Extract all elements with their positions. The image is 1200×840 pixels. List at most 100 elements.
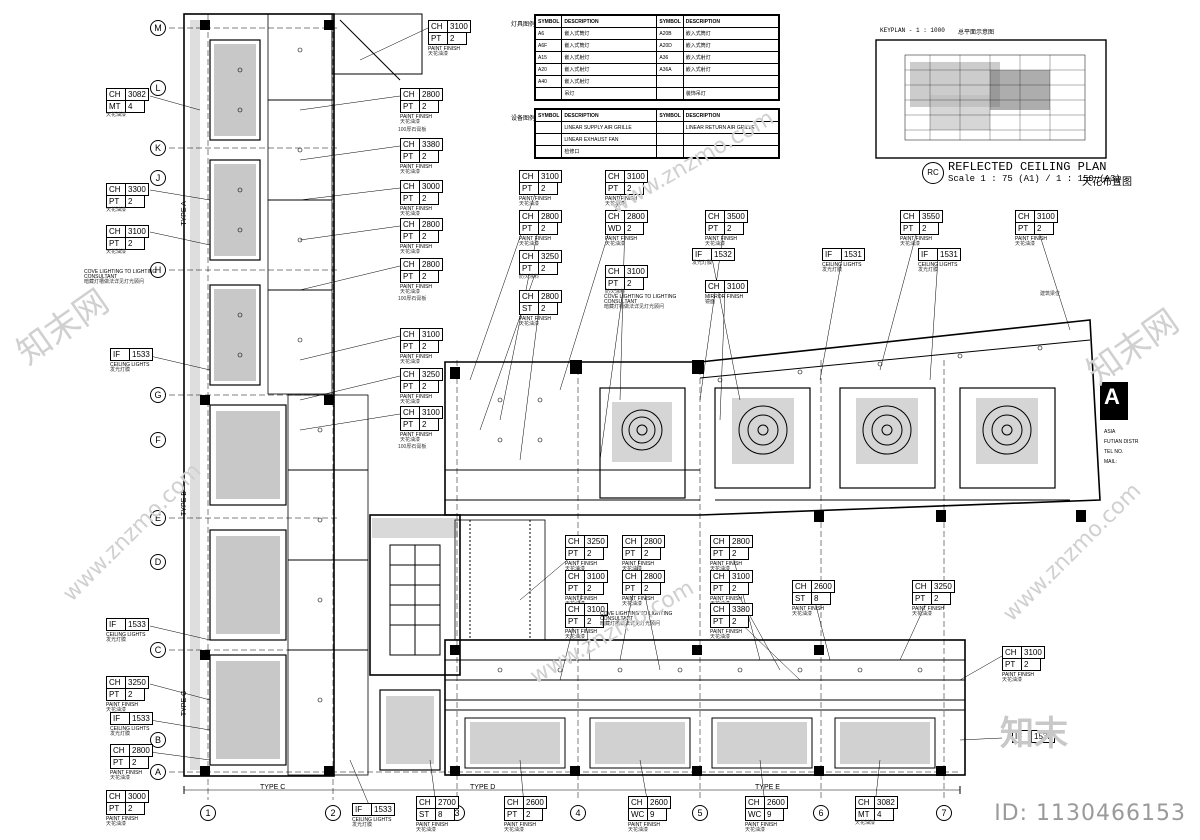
ceiling-tag-l1b: 3100 [725, 280, 748, 293]
ceiling-tag-l1b: 3082 [875, 796, 898, 809]
ceiling-tag-l2b: 2 [126, 689, 145, 701]
cove-note-2: COVE LIGHTING TO LIGHTING CONSULTANT 暗藏灯… [604, 294, 677, 310]
ceiling-tag-l2b: 2 [725, 223, 744, 235]
ceiling-tag-l1b: 2800 [539, 210, 562, 223]
equipment_legend-cell-2-2 [656, 145, 684, 158]
ceiling-tag-l2b: 2 [420, 341, 439, 353]
ceiling-tag-l1b: 3100 [539, 170, 562, 183]
ceiling-tag-l1a: IF [692, 248, 712, 261]
ceiling-tag-note: PAINT FINISH [912, 606, 945, 612]
ceiling-tag-note-cn: 天花油漆 [622, 566, 643, 572]
ceiling-tag-l1a: IF [110, 712, 130, 725]
lighting_legend-cell-1-1: 嵌入式筒灯 [561, 39, 658, 52]
ceiling-tag-l2a: PT [106, 196, 126, 208]
ceiling-tag-note: PAINT FINISH [622, 596, 655, 602]
lighting_legend-cell-4-1: 嵌入式射灯 [561, 75, 658, 88]
ceiling-tag-note: PAINT FINISH [400, 114, 433, 120]
ceiling-tag-l1b: 3100 [420, 328, 443, 341]
ceiling-tag-l1b: 1531 [842, 248, 865, 261]
keyplan-title: KEYPLAN - 1 : 1000 [880, 27, 945, 34]
ceiling-tag-note-cn: 天花油漆 [710, 566, 731, 572]
ceiling-tag-l1a: CH [519, 290, 539, 303]
ceiling-tag-l1a: CH [565, 603, 585, 616]
title-block-line3: TEL NO. [1104, 449, 1124, 455]
ceiling-tag-l2b: 2 [625, 278, 644, 290]
ceiling-tag-note: PAINT FINISH [400, 164, 433, 170]
ceiling-tag-note: PAINT FINISH [605, 236, 638, 242]
equipment-legend-title: 设备图例 [511, 116, 536, 122]
ceiling-tag-l1a: CH [504, 796, 524, 809]
ceiling-tag-note-cn: 发光灯膜 [822, 267, 843, 273]
lighting_legend-cell-5-1: 吊灯 [561, 87, 658, 100]
grid-row-K: K [150, 140, 166, 156]
ceiling-tag-l1b: 3100 [1022, 646, 1045, 659]
title-block-line2: FUTIAN DISTR [1104, 439, 1139, 445]
ceiling-tag-l2b: 2 [126, 196, 145, 208]
cove-note-3: COVE LIGHTING TO LIGHTING CONSULTANT 暗藏灯… [600, 611, 673, 627]
ceiling-tag-note: PAINT FINISH [400, 432, 433, 438]
ceiling-tag-l1a: CH [605, 265, 625, 278]
ceiling-tag-note-cn: 天花油漆 [628, 827, 649, 833]
ceiling-tag-l2b: 2 [539, 223, 558, 235]
ceiling-tag-note: PAINT FINISH [106, 702, 139, 708]
ceiling-tag-l1b: 3100 [625, 170, 648, 183]
ceiling-tag-l1b: 3250 [126, 676, 149, 689]
ceiling-tag-l1a: CH [106, 183, 126, 196]
ceiling-tag-note: PAINT FINISH [710, 629, 743, 635]
ceiling-tag-note-cn: 天花油漆 [792, 611, 813, 617]
equipment_legend-cell-0-0 [534, 121, 563, 134]
ceiling-tag-note-cn: 防火涂料 [605, 289, 626, 295]
ceiling-tag-note-cn: 发光灯膜 [106, 637, 127, 643]
ceiling-tag-l2b: 2 [642, 548, 661, 560]
ceiling-tag-note-cn: 天花油漆 [1015, 241, 1036, 247]
ceiling-tag-l1a: CH [519, 210, 539, 223]
ceiling-tag-note-cn: 天花油漆 [504, 827, 525, 833]
ceiling-tag-l1a: CH [400, 138, 420, 151]
ceiling-tag-l1b: 3380 [420, 138, 443, 151]
ceiling-tag-note: PAINT FINISH [400, 244, 433, 250]
ceiling-tag-l1b: 3100 [585, 603, 608, 616]
ceiling-tag-l1a: CH [400, 406, 420, 419]
ceiling-tag-l2b: 2 [539, 183, 558, 195]
ceiling-tag-note: CEILING LIGHTS [918, 262, 958, 268]
ceiling-tag-l2a: PT [900, 223, 920, 235]
misc-note-3: 100厚石膏板 [398, 444, 427, 450]
ceiling-tag-l2b: 4 [875, 809, 894, 821]
ceiling-tag-note: PAINT FINISH [900, 236, 933, 242]
cove-note-1: COVE LIGHTING TO LIGHTING CONSULTANT 暗藏灯… [84, 269, 157, 285]
ceiling-tag-note-cn: 天花油漆 [745, 827, 766, 833]
ceiling-tag-l1b: 3082 [126, 88, 149, 101]
equipment_legend-header-3: DESCRIPTION [682, 109, 779, 122]
ceiling-tag-note-cn: 防火涂料 [519, 274, 540, 280]
lighting_legend-cell-4-0: A40 [534, 75, 563, 88]
ceiling-tag-l2b: 2 [420, 271, 439, 283]
ceiling-tag-l2a: PT [565, 548, 585, 560]
ceiling-tag-l2a: WC [628, 809, 648, 821]
ceiling-tag-l2b: 8 [812, 593, 831, 605]
lighting_legend-cell-3-0: A20 [534, 63, 563, 76]
ceiling-tag-note: CEILING LIGHTS [106, 632, 146, 638]
lighting_legend-cell-5-3: 装饰吊灯 [682, 87, 779, 100]
ceiling-tag-l1a: CH [1002, 646, 1022, 659]
lighting_legend-cell-1-3: 嵌入式筒灯 [682, 39, 779, 52]
ceiling-tag-l1b: 3300 [126, 183, 149, 196]
ceiling-tag-l1a: IF [106, 618, 126, 631]
grid-col-7: 7 [936, 805, 952, 821]
ceiling-tag-l2a: PT [400, 231, 420, 243]
ceiling-tag-l2b: 2 [420, 419, 439, 431]
ceiling-tag-note: CEILING LIGHTS [822, 262, 862, 268]
